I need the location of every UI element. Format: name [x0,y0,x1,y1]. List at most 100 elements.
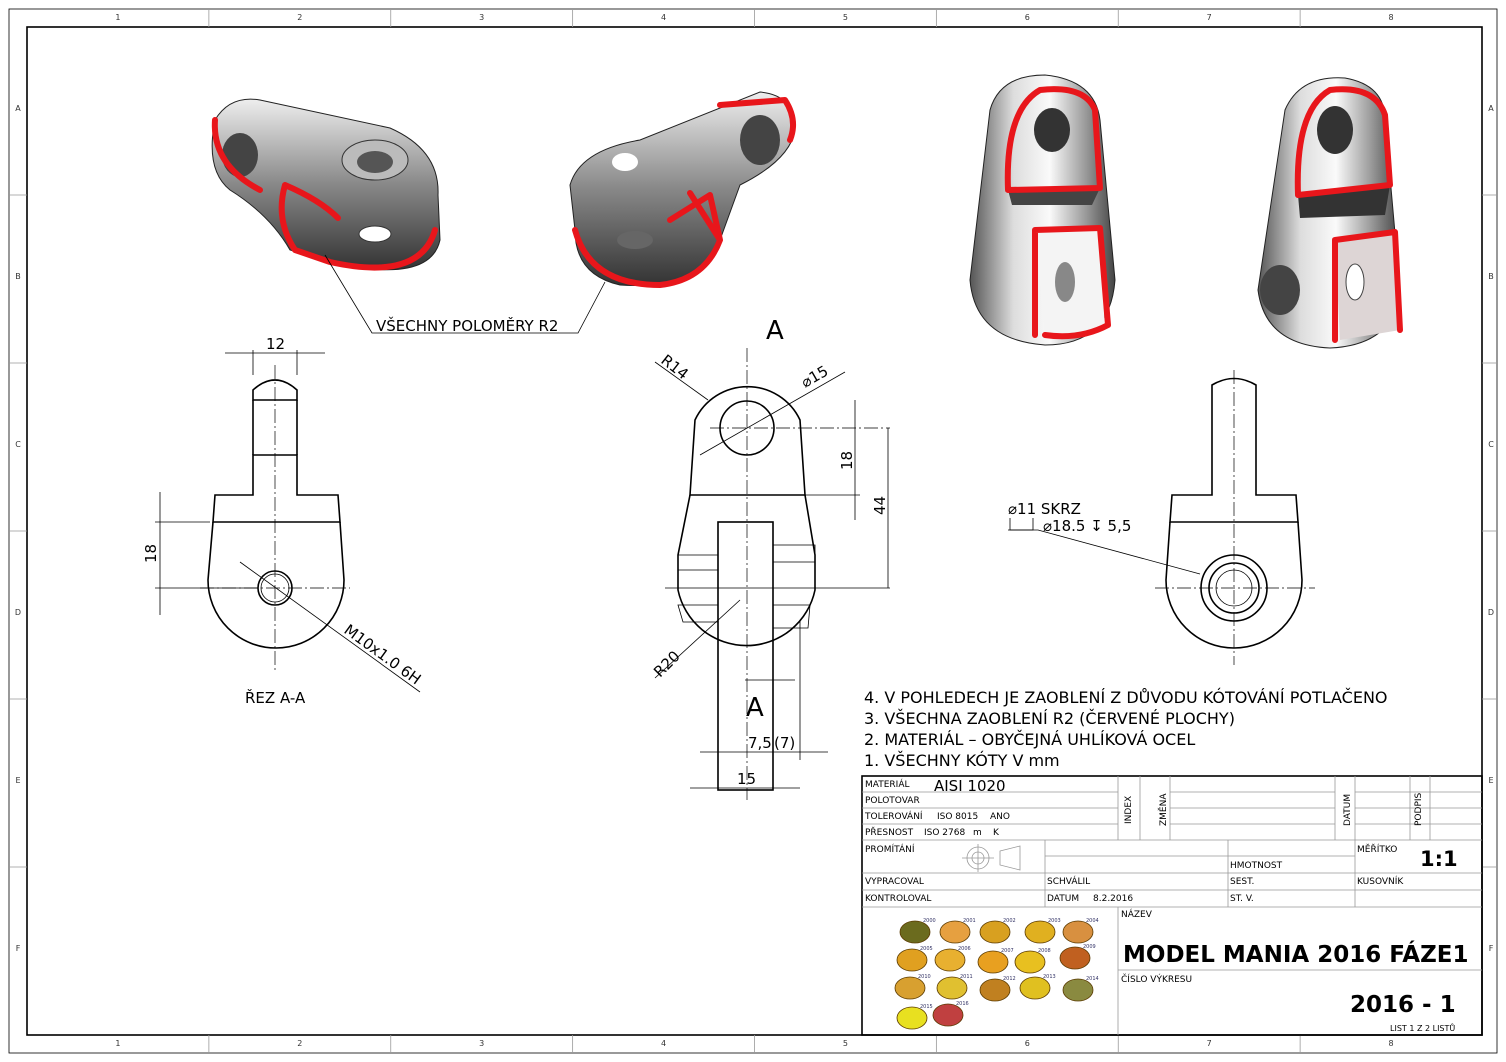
projection-label: PROMÍTÁNÍ [865,843,915,855]
zone-column-label: 4 [661,1039,666,1048]
zone-row-label: A [1488,104,1494,113]
note-4: 4. V POHLEDECH JE ZAOBLENÍ Z DŮVODU KÓTO… [864,688,1388,707]
zone-row-label: D [15,608,21,617]
zone-column-label: 6 [1025,1039,1030,1048]
zone-row-label: E [1488,776,1493,785]
logo-thumbnail [894,976,926,1000]
iso-view-2 [569,91,797,288]
logo-thumbnail [1059,946,1091,970]
logo-thumbnail [1062,978,1094,1002]
dim-r14: R14 [658,351,692,383]
logo-year: 2016 [956,1001,969,1007]
logo-thumbnail [936,976,968,1000]
index-label: INDEX [1124,796,1134,824]
logo-year: 2009 [1083,944,1096,950]
zone-column-label: 3 [479,1039,484,1048]
tolerance-label: TOLEROVÁNÍ [864,810,923,822]
accuracy-value: ISO 2768 [924,828,965,838]
section-mark-top: A [766,316,784,346]
dim-18-section: 18 [142,544,160,563]
thread-callout: M10x1.0 6H [341,621,425,689]
dim-12: 12 [266,335,285,353]
name-label: NÁZEV [1121,908,1153,920]
logo-year: 2001 [963,918,976,924]
logo-year: 2014 [1086,976,1099,982]
hole-note-2: ⌀18.5 ↧ 5,5 [1043,517,1131,535]
date-col-label: DATUM [1343,794,1353,826]
accuracy-m: m [973,828,982,838]
zone-row-label: B [15,272,21,281]
logo-thumbnail [939,920,971,944]
drawing-no-label: ČÍSLO VÝKRESU [1121,973,1192,985]
zone-column-label: 7 [1207,13,1212,22]
dim-15: 15 [737,770,756,788]
iso-callout: VŠECHNY POLOMĚRY R2 [324,254,606,335]
logo-year: 2010 [918,974,931,980]
logo-thumbnail [979,978,1011,1002]
logo-thumbnail [899,920,931,944]
sheet-info: LIST 1 Z 2 LISTŮ [1390,1022,1455,1033]
zone-column-label: 8 [1389,1039,1394,1048]
logo-year: 2002 [1003,918,1016,924]
logo-thumbnail [932,1003,964,1027]
mass-label: HMOTNOST [1230,861,1283,871]
scale-label: MĚŘÍTKO [1357,843,1397,855]
date-label: DATUM [1047,894,1079,904]
dim-7-5: 7,5 [748,734,772,752]
accuracy-label: PŘESNOST [865,827,914,838]
zone-row-label: F [16,944,21,953]
zone-column-label: 1 [115,1039,120,1048]
dim-7: (7) [774,734,795,752]
logo-year: 2003 [1048,918,1061,924]
logo-year: 2007 [1001,948,1014,954]
zone-column-label: 8 [1389,13,1394,22]
accuracy-k: K [993,828,1000,838]
zone-row-label: F [1489,944,1494,953]
zone-row-label: C [15,440,21,449]
zone-column-label: 1 [115,13,120,22]
logo-thumbnail [1019,976,1051,1000]
assembly-label: SEST. [1230,877,1254,887]
zone-column-label: 4 [661,13,666,22]
logo-year: 2011 [960,974,973,980]
logo-year: 2005 [920,946,933,952]
logo-year: 2015 [920,1004,933,1010]
checked-label: KONTROLOVAL [865,894,931,904]
zone-column-label: 6 [1025,13,1030,22]
material-value: AISI 1020 [934,777,1006,795]
dim-44: 44 [871,496,889,515]
logo-year: 2006 [958,946,971,952]
zone-column-label: 3 [479,13,484,22]
logo-thumbnail [896,1006,928,1030]
logo-thumbnail [979,920,1011,944]
approved-label: SCHVÁLIL [1047,875,1090,887]
zone-row-label: E [15,776,20,785]
tolerance-value: ISO 8015 [937,812,978,822]
zone-column-label: 5 [843,1039,848,1048]
zone-column-label: 2 [297,13,302,22]
note-1: 1. VŠECHNY KÓTY V mm [864,751,1060,770]
sign-label: PODPIS [1414,792,1424,826]
title-block: MATERIÁL AISI 1020 POLOTOVAR TOLEROVÁNÍ … [861,775,1483,1036]
section-mark-bottom: A [746,693,764,723]
logo-year: 2013 [1043,974,1056,980]
drawn-label: VYPRACOVAL [865,877,924,887]
drawing-number: 2016 - 1 [1350,992,1456,1018]
logo-thumbnail [977,950,1009,974]
change-label: ZMĚNA [1157,793,1169,826]
iso-view-4 [1257,77,1403,349]
iso-view-1 [211,98,441,271]
hole-note-1: ⌀11 SKRZ [1008,500,1081,518]
logo-year: 2008 [1038,948,1051,954]
zone-column-label: 5 [843,13,848,22]
notes: 4. V POHLEDECH JE ZAOBLENÍ Z DŮVODU KÓTO… [864,688,1388,770]
section-label: ŘEZ A-A [245,688,306,707]
zone-row-label: C [1488,440,1494,449]
dim-dia15: ⌀15 [798,362,831,392]
logo-thumbnail [896,948,928,972]
stv-label: ST. V. [1230,894,1254,904]
front-view: A A R14 ⌀15 18 44 R20 7,5 (7) 15 [650,316,890,800]
logo-thumbnail [1014,950,1046,974]
